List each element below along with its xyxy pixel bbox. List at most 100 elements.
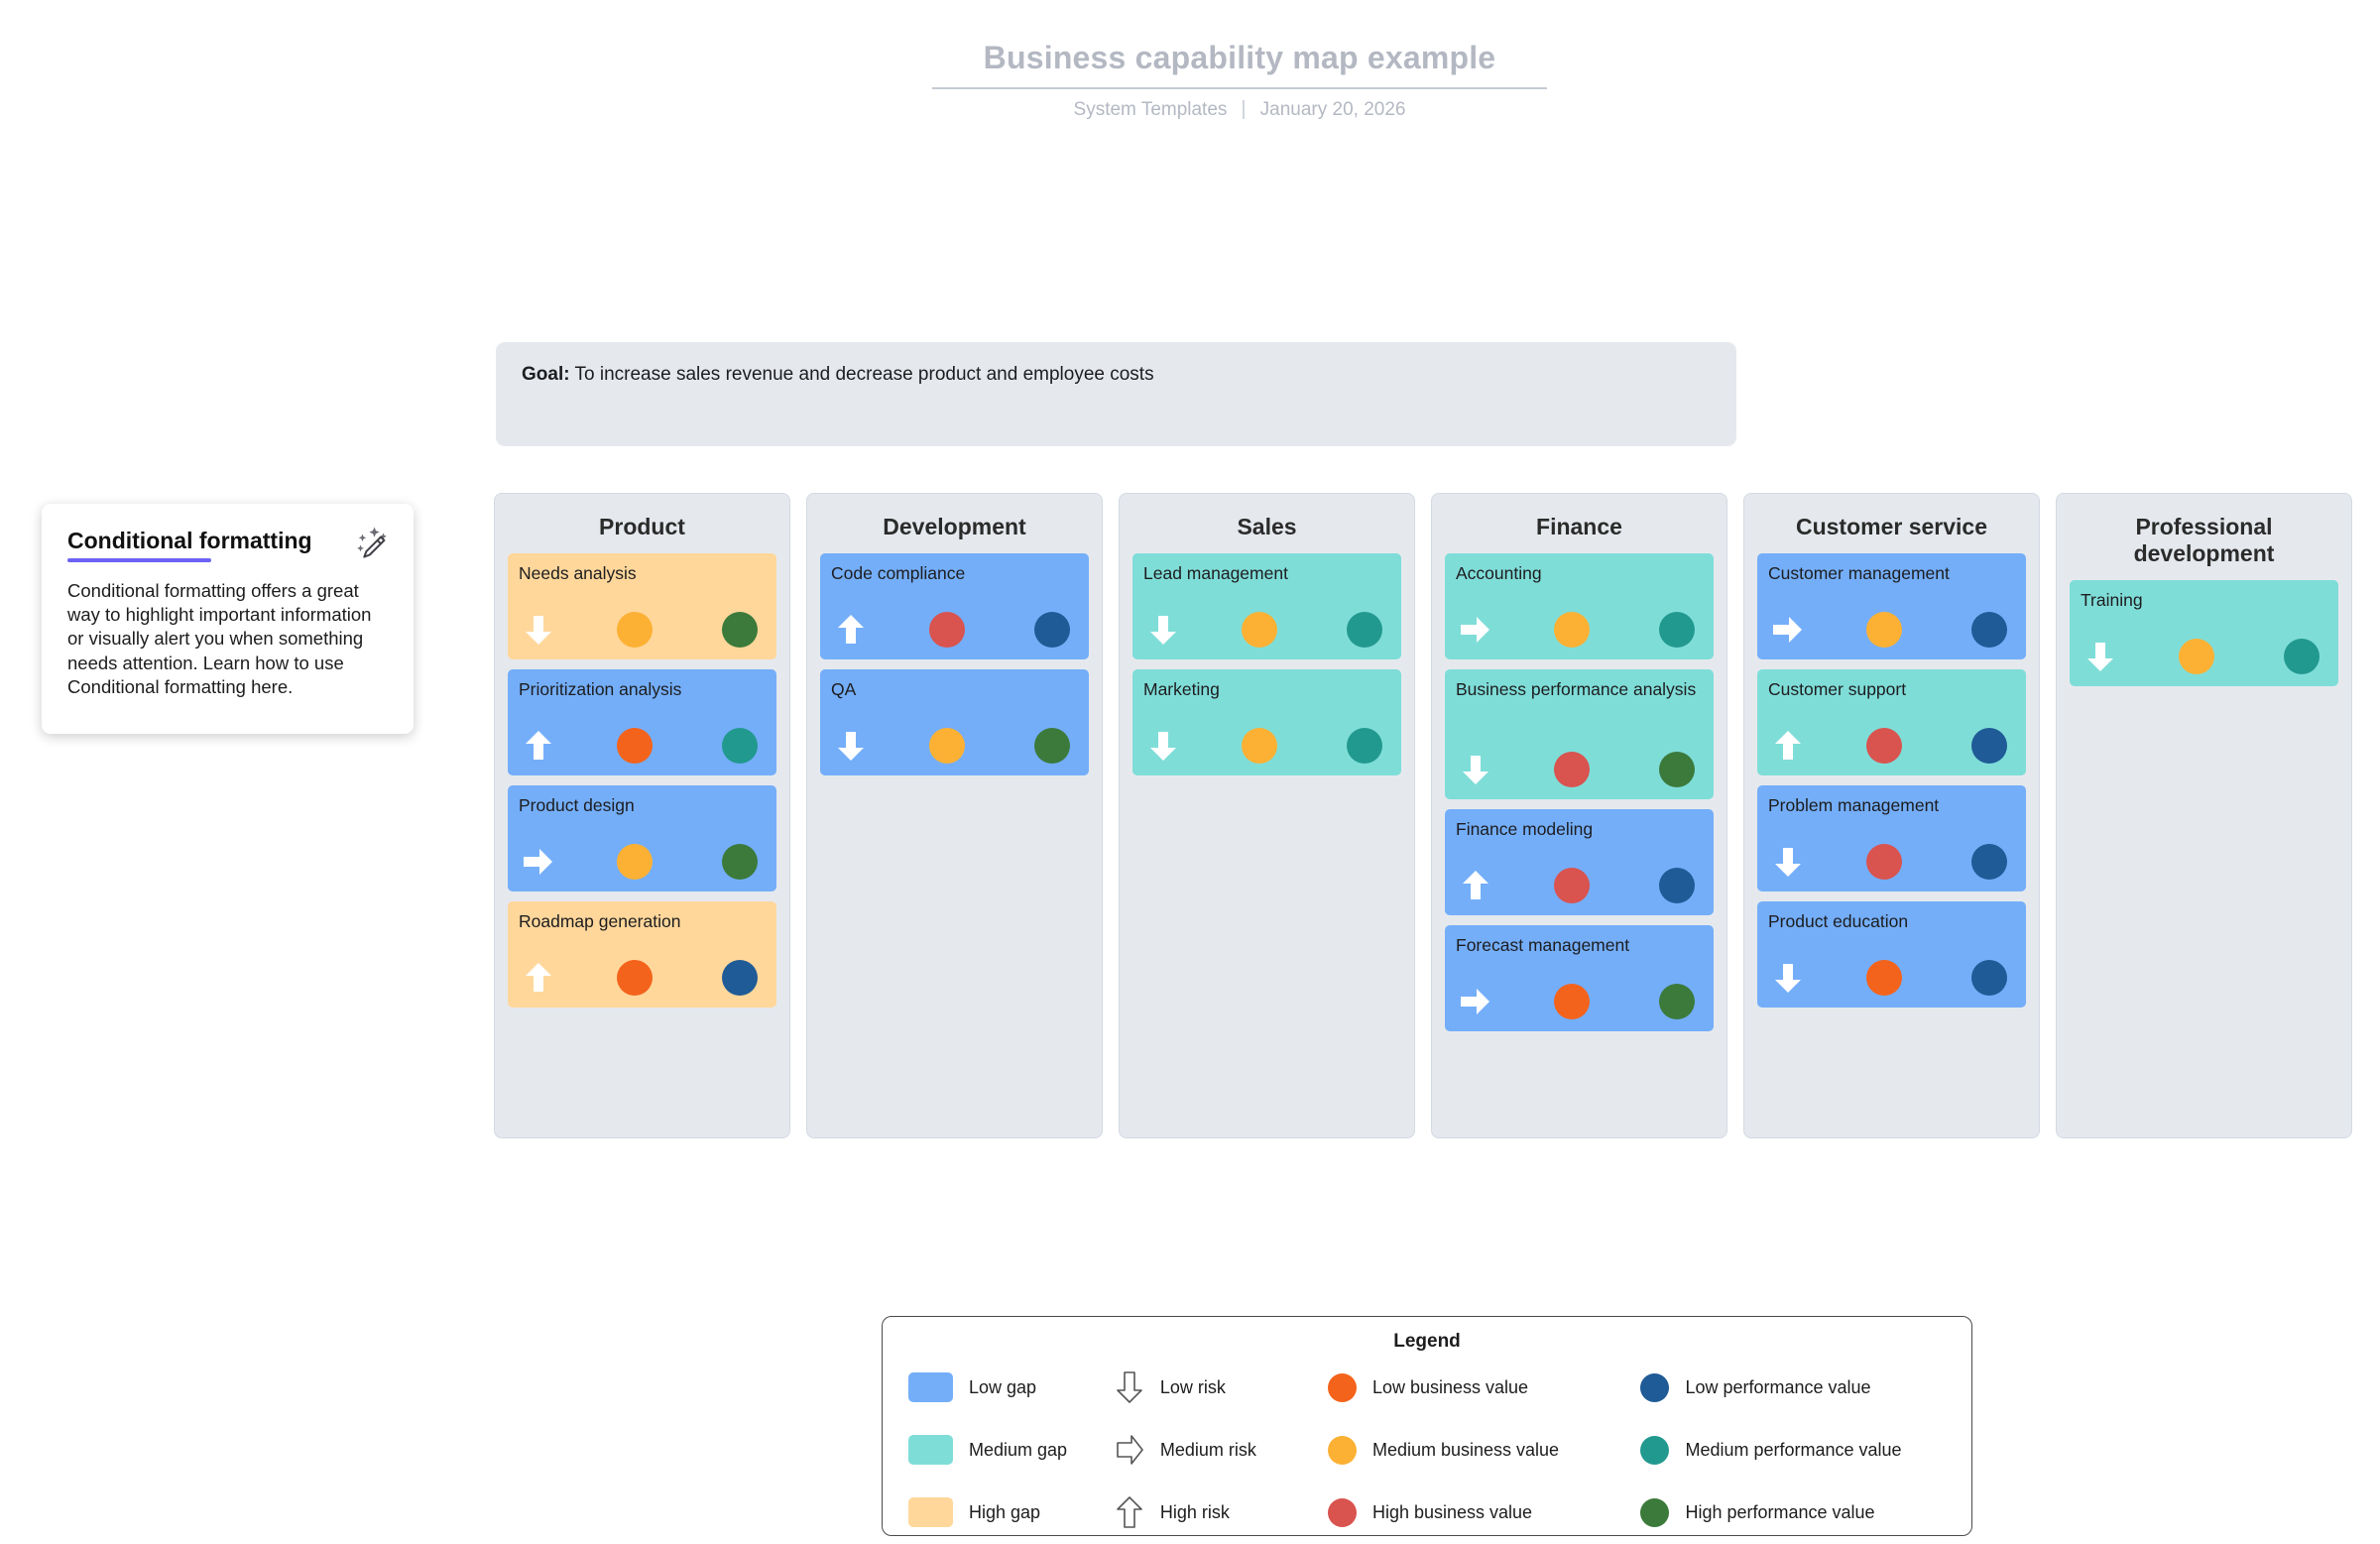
performance-value-low-indicator xyxy=(1002,612,1074,649)
header-date: January 20, 2026 xyxy=(1259,98,1406,120)
capability-card-label: Forecast management xyxy=(1456,935,1630,956)
risk-high-arrow-icon xyxy=(1458,868,1554,903)
legend-item: High performance value xyxy=(1632,1491,1946,1533)
capability-card-indicators xyxy=(1143,606,1390,659)
legend-item: Medium performance value xyxy=(1632,1429,1946,1471)
legend-item: Low business value xyxy=(1320,1366,1633,1408)
column-title: Sales xyxy=(1237,514,1297,539)
risk-low-arrow-icon xyxy=(1458,752,1554,787)
performance-value-dot xyxy=(1033,612,1070,649)
capability-card[interactable]: Business performance analysis xyxy=(1445,669,1714,800)
performance-value-dot xyxy=(1658,868,1695,904)
capability-card-label: Problem management xyxy=(1768,795,1940,816)
business-value-dot xyxy=(1242,612,1278,649)
legend-item-label: High risk xyxy=(1159,1501,1230,1522)
risk-low-arrow-icon xyxy=(1770,844,1866,880)
header-separator: | xyxy=(1241,98,1247,120)
legend-title: Legend xyxy=(1393,1331,1461,1352)
capability-card-label: Code compliance xyxy=(831,563,966,584)
capability-card-indicators xyxy=(1143,722,1390,775)
business-value-dot xyxy=(1554,612,1591,649)
legend-item: Medium risk xyxy=(1106,1429,1320,1471)
legend-item-label: Low risk xyxy=(1159,1376,1226,1397)
risk-high-arrow-icon xyxy=(833,612,929,648)
capability-card-indicators xyxy=(519,838,766,891)
performance-value-low-indicator xyxy=(1939,612,2011,649)
business-value-dot xyxy=(929,728,966,765)
capability-card-indicators xyxy=(1456,606,1703,659)
capability-card[interactable]: Customer management xyxy=(1757,553,2026,660)
business-value-dot xyxy=(1554,868,1591,904)
column-title: Customer service xyxy=(1795,514,1988,539)
performance-value-dot xyxy=(2283,639,2320,675)
performance-value-dot xyxy=(721,612,758,649)
capability-card[interactable]: Product design xyxy=(508,785,776,892)
performance-value-high-indicator xyxy=(689,844,762,881)
performance-value-dot xyxy=(1970,612,2007,649)
column-title: Professional development xyxy=(2133,514,2275,567)
business-value-medium-indicator xyxy=(2179,639,2251,675)
business-value-low-indicator xyxy=(1866,960,1939,997)
capability-card[interactable]: Roadmap generation xyxy=(508,901,776,1009)
capability-card[interactable]: Marketing xyxy=(1132,669,1401,776)
business-value-dot xyxy=(1866,844,1903,881)
legend-item: Medium business value xyxy=(1320,1429,1633,1471)
capability-card-indicators xyxy=(519,606,766,659)
capability-card[interactable]: Lead management xyxy=(1132,553,1401,660)
capability-card[interactable]: QA xyxy=(820,669,1089,776)
legend-item: Low risk xyxy=(1106,1366,1320,1408)
legend-color-dot xyxy=(1327,1497,1357,1527)
business-value-dot xyxy=(617,728,654,765)
capability-card[interactable]: Finance modeling xyxy=(1445,809,1714,916)
page-title: Business capability map example xyxy=(932,40,1547,89)
conditional-formatting-tooltip[interactable]: Conditional formatting Conditional forma… xyxy=(42,504,414,734)
business-value-high-indicator xyxy=(1554,752,1626,788)
legend-color-dot xyxy=(1640,1497,1670,1527)
legend-item-label: Low business value xyxy=(1371,1376,1529,1397)
business-value-dot xyxy=(1866,728,1903,765)
legend-color-dot xyxy=(1640,1435,1670,1465)
capability-card-label: Training xyxy=(2081,590,2143,611)
legend-color-swatch xyxy=(908,1372,953,1402)
capability-card[interactable]: Forecast management xyxy=(1445,925,1714,1032)
risk-medium-arrow-icon xyxy=(1770,612,1866,648)
legend-item-label: Medium performance value xyxy=(1685,1439,1902,1460)
capability-card[interactable]: Training xyxy=(2070,580,2338,687)
capability-card-indicators xyxy=(831,606,1078,659)
capability-card[interactable]: Accounting xyxy=(1445,553,1714,660)
legend-item-label: High business value xyxy=(1371,1501,1533,1522)
performance-value-low-indicator xyxy=(689,960,762,997)
performance-value-dot xyxy=(1346,612,1382,649)
performance-value-medium-indicator xyxy=(2251,639,2323,675)
tooltip-accent-rule xyxy=(67,558,211,562)
capability-card-label: Customer management xyxy=(1768,563,1950,584)
legend-down-arrow-icon xyxy=(1117,1371,1142,1403)
capability-card-label: Needs analysis xyxy=(519,563,637,584)
performance-value-high-indicator xyxy=(1626,752,1699,788)
performance-value-low-indicator xyxy=(1939,728,2011,765)
performance-value-medium-indicator xyxy=(1626,612,1699,649)
capability-card[interactable]: Prioritization analysis xyxy=(508,669,776,776)
risk-low-arrow-icon xyxy=(833,728,929,764)
capability-card[interactable]: Product education xyxy=(1757,901,2026,1009)
legend-item-label: Low performance value xyxy=(1685,1376,1871,1397)
performance-value-high-indicator xyxy=(1002,728,1074,765)
capability-card-indicators xyxy=(2081,633,2327,686)
capability-card[interactable]: Needs analysis xyxy=(508,553,776,660)
capability-card[interactable]: Code compliance xyxy=(820,553,1089,660)
legend-color-dot xyxy=(1640,1372,1670,1402)
performance-value-dot xyxy=(1970,960,2007,997)
risk-high-arrow-icon xyxy=(521,960,617,996)
capability-card[interactable]: Customer support xyxy=(1757,669,2026,776)
capability-card[interactable]: Problem management xyxy=(1757,785,2026,892)
performance-value-dot xyxy=(1970,728,2007,765)
